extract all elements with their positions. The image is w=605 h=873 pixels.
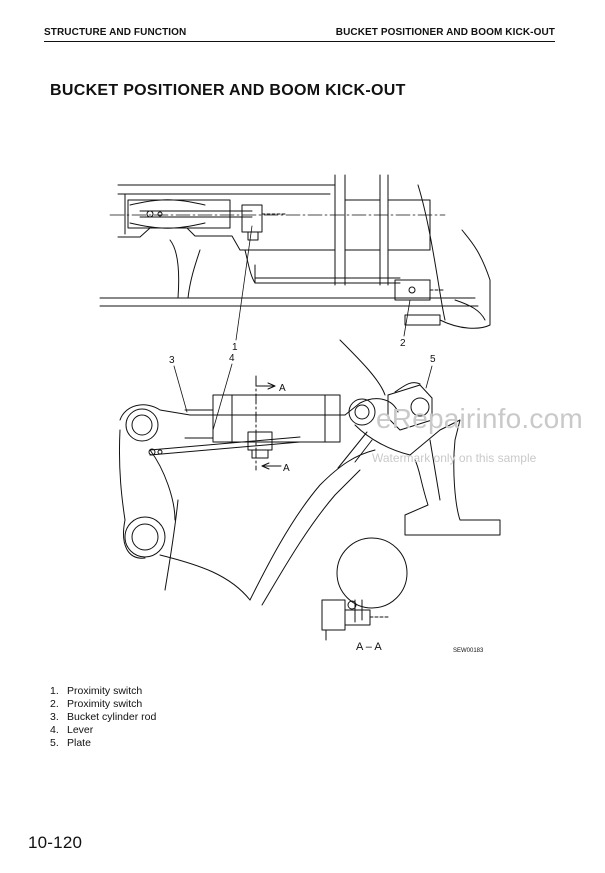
top-view xyxy=(99,174,491,329)
legend-item: 5. Plate xyxy=(50,737,156,750)
header-section-title: STRUCTURE AND FUNCTION xyxy=(44,27,187,38)
legend-item: 4. Lever xyxy=(50,724,156,737)
legend-number: 2. xyxy=(50,698,59,710)
running-header: STRUCTURE AND FUNCTION BUCKET POSITIONER… xyxy=(44,27,555,42)
page-title: BUCKET POSITIONER AND BOOM KICK-OUT xyxy=(50,82,406,99)
legend-label: Bucket cylinder rod xyxy=(67,711,157,723)
legend-item: 3. Bucket cylinder rod xyxy=(50,711,156,724)
callout-3: 3 xyxy=(169,355,175,366)
legend-label: Proximity switch xyxy=(67,685,143,697)
side-view xyxy=(118,339,501,606)
page-number: 10-120 xyxy=(28,833,83,852)
callout-1: 1 xyxy=(232,342,238,353)
section-mark-upper: A xyxy=(279,383,286,394)
legend-item: 1. Proximity switch xyxy=(50,685,156,698)
legend-item: 2. Proximity switch xyxy=(50,698,156,711)
legend-number: 4. xyxy=(50,724,59,736)
watermark-subtext: Watermark only on this sample xyxy=(372,451,537,465)
legend-number: 5. xyxy=(50,737,59,749)
callout-2: 2 xyxy=(400,338,406,349)
section-a-a-view xyxy=(321,537,408,641)
section-label: A – A xyxy=(356,641,382,653)
legend-label: Plate xyxy=(67,737,91,749)
leader-lines xyxy=(173,225,433,431)
callout-4: 4 xyxy=(229,353,235,364)
callout-5: 5 xyxy=(430,354,436,365)
legend-label: Proximity switch xyxy=(67,698,143,710)
watermark-text: eRepairinfo.com xyxy=(376,403,583,434)
header-topic-title: BUCKET POSITIONER AND BOOM KICK-OUT xyxy=(335,27,555,38)
legend-number: 1. xyxy=(50,685,59,697)
section-cut-marks xyxy=(255,375,282,471)
legend-label: Lever xyxy=(67,724,94,736)
figure-code: SEW00183 xyxy=(453,648,484,654)
legend-number: 3. xyxy=(50,711,59,723)
parts-legend: 1. Proximity switch 2. Proximity switch 3.… xyxy=(50,685,156,750)
section-mark-lower: A xyxy=(283,463,290,474)
